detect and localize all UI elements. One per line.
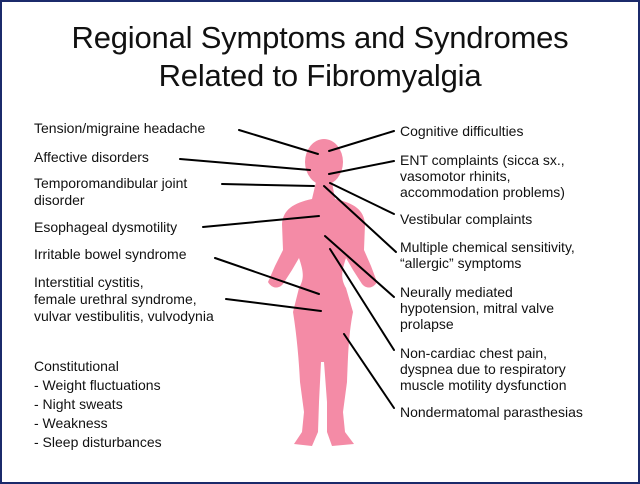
label-cystitis-line-2: female urethral syndrome, [34, 291, 197, 307]
label-constitutional-item: - Weight fluctuations [34, 377, 161, 393]
line-tension [238, 129, 319, 155]
leader-lines [179, 129, 397, 409]
label-tension-headache: Tension/migraine headache [34, 120, 206, 136]
label-constitutional-item: - Night sweats [34, 396, 123, 412]
label-ibs: Irritable bowel syndrome [34, 246, 187, 262]
line-esophageal [202, 215, 320, 228]
label-paresthesias: Nondermatomal parasthesias [400, 404, 583, 420]
label-ent-line-2: vasomotor rhinits, [400, 168, 511, 184]
line-chest [329, 248, 395, 351]
label-vestibular: Vestibular complaints [400, 211, 533, 227]
line-ent [328, 160, 395, 175]
label-affective-disorders: Affective disorders [34, 149, 149, 165]
figure-head [305, 139, 343, 185]
label-tmj-line-2: disorder [34, 192, 85, 208]
figure-body [268, 182, 377, 446]
label-neural-line-1: Neurally mediated [400, 284, 513, 300]
line-cognitive [328, 130, 395, 152]
label-tmj-line-1: Temporomandibular joint [34, 175, 188, 191]
title-line-2: Related to Fibromyalgia [158, 58, 482, 93]
line-ibs [214, 257, 320, 295]
label-chest-line-1: Non-cardiac chest pain, [400, 345, 548, 361]
label-mcs-line-2: “allergic” symptoms [400, 255, 522, 271]
label-cognitive: Cognitive difficulties [400, 123, 524, 139]
label-ent-line-3: accommodation problems) [400, 184, 565, 200]
label-esophageal: Esophageal dysmotility [34, 219, 178, 235]
label-cystitis-line-3: vulvar vestibulitis, vulvodynia [34, 308, 214, 324]
label-constitutional-item: - Sleep disturbances [34, 434, 162, 450]
title-line-1: Regional Symptoms and Syndromes [71, 20, 569, 55]
label-chest-line-3: muscle motility dysfunction [400, 377, 567, 393]
line-paresthesias [343, 333, 395, 409]
line-affective [179, 158, 311, 171]
line-cystitis [225, 298, 322, 312]
label-cystitis-line-1: Interstitial cystitis, [34, 274, 144, 290]
label-neural-line-2: hypotension, mitral valve [400, 300, 555, 316]
label-mcs-line-1: Multiple chemical sensitivity, [400, 239, 575, 255]
line-neural [324, 235, 395, 298]
label-constitutional-item: - Weakness [34, 415, 108, 431]
label-neural-line-3: prolapse [400, 316, 454, 332]
line-vestibular [329, 182, 395, 215]
label-constitutional-title: Constitutional [34, 358, 119, 374]
line-tmj [221, 183, 315, 187]
label-ent-line-1: ENT complaints (sicca sx., [400, 152, 565, 168]
label-chest-line-2: dyspnea due to respiratory [400, 361, 566, 377]
line-mcs [323, 185, 397, 253]
